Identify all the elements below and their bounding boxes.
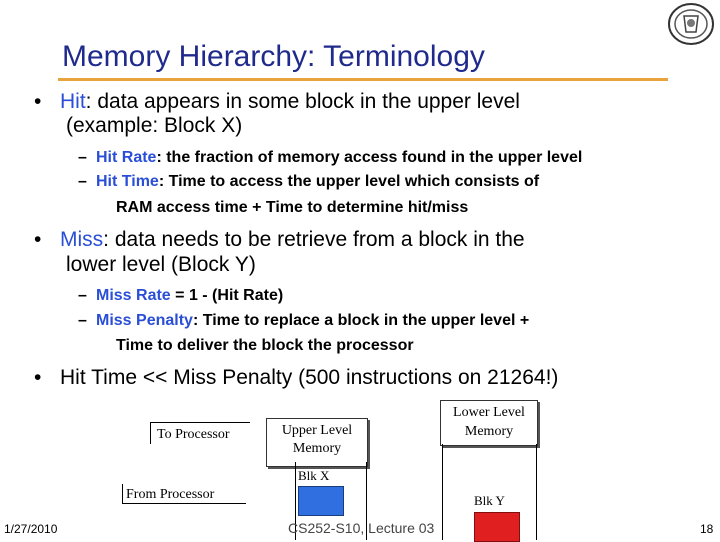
sub-miss-rate: –Miss Rate = 1 - (Hit Rate) [78, 286, 283, 306]
title-underline [58, 78, 668, 81]
dash-marker: – [78, 173, 87, 190]
bullet-miss-line2: lower level (Block Y) [66, 253, 256, 276]
sub-hit-time: –Hit Time: Time to access the upper leve… [78, 172, 539, 192]
lower-level-left-edge [442, 444, 443, 540]
footer-course: CS252-S10, Lecture 03 [288, 520, 435, 536]
sub-hit-rate: –Hit Rate: the fraction of memory access… [78, 148, 582, 168]
term-miss: Miss [60, 228, 104, 251]
to-processor-label: To Processor [157, 427, 230, 442]
bullet-marker: • [34, 90, 42, 113]
term-hit-time: Hit Time [96, 173, 159, 190]
to-processor-tick [150, 422, 151, 444]
hit-def: : data appears in some block in the uppe… [85, 90, 520, 113]
bullet-marker: • [34, 366, 42, 389]
block-x [298, 486, 344, 516]
miss-rate-def: = 1 - (Hit Rate) [170, 287, 284, 304]
dash-marker: – [78, 312, 87, 329]
block-y [474, 512, 520, 542]
lower-level-right-edge [536, 444, 537, 540]
dash-marker: – [78, 287, 87, 304]
blk-y-label: Blk Y [474, 493, 505, 508]
bullet-hit: • Hit: data appears in some block in the … [34, 90, 520, 114]
bullet-hit-line2: (example: Block X) [66, 114, 243, 137]
bullet-hit-vs-miss: • Hit Time << Miss Penalty (500 instructi… [34, 366, 558, 390]
hit-time-def: : Time to access the upper level which c… [158, 173, 540, 190]
to-processor-line [150, 422, 250, 423]
lower-level-memory-box: Lower Level Memory [440, 400, 538, 446]
hit-vs-miss-text: Hit Time << Miss Penalty (500 instructio… [60, 366, 559, 389]
term-hit-rate: Hit Rate [96, 149, 157, 166]
bullet-miss: • Miss: data needs to be retrieve from a … [34, 228, 525, 252]
upper-level-label: Upper Level Memory [281, 423, 353, 456]
bullet-marker: • [34, 228, 42, 251]
miss-def: : data needs to be retrieve from a block… [103, 228, 525, 251]
from-processor-tick [122, 484, 123, 504]
from-processor-line [122, 503, 246, 504]
term-hit: Hit [60, 90, 86, 113]
upper-level-memory-box: Upper Level Memory [266, 418, 368, 467]
miss-penalty-def: : Time to replace a block in the upper l… [192, 312, 530, 329]
upper-level-right-edge [366, 462, 367, 540]
slide-title: Memory Hierarchy: Terminology [62, 40, 485, 73]
miss-penalty-cont: Time to deliver the block the processor [116, 337, 414, 354]
term-miss-rate: Miss Rate [96, 287, 171, 304]
from-processor-label: From Processor [126, 487, 215, 502]
page-number: 18 [700, 522, 714, 536]
term-miss-penalty: Miss Penalty [96, 312, 193, 329]
upper-level-left-edge [295, 462, 296, 540]
university-seal-icon [666, 2, 716, 46]
hit-time-cont: RAM access time + Time to determine hit/… [116, 199, 469, 216]
lower-level-label: Lower Level Memory [453, 405, 525, 439]
hit-rate-def: : the fraction of memory access found in… [156, 149, 583, 166]
sub-miss-penalty: –Miss Penalty: Time to replace a block i… [78, 311, 529, 331]
footer-date: 1/27/2010 [4, 522, 58, 536]
blk-x-label: Blk X [298, 468, 330, 483]
dash-marker: – [78, 149, 87, 166]
